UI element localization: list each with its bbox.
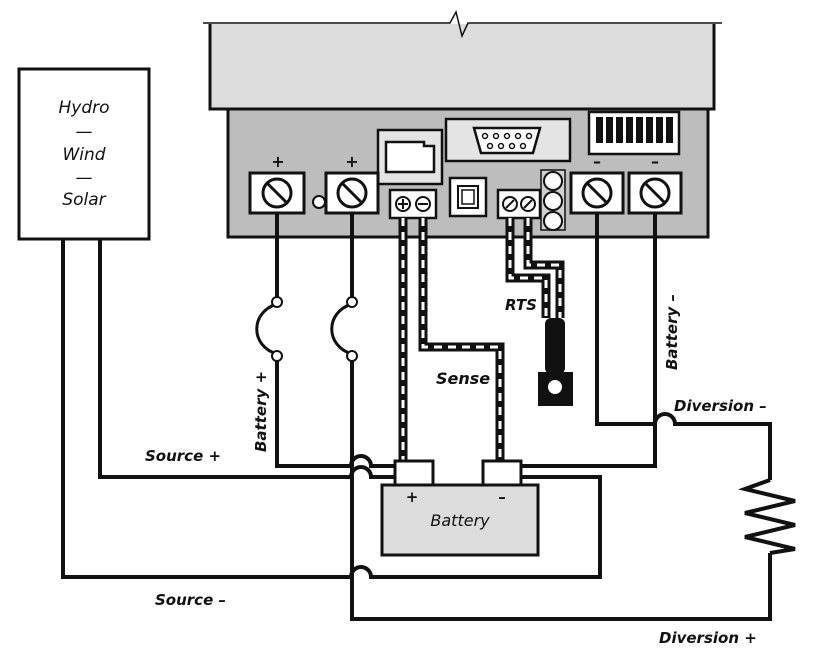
rts-cable <box>505 218 565 318</box>
diversion-plus-label: Diversion + <box>659 629 757 647</box>
status-leds <box>540 169 566 231</box>
wires <box>61 213 796 621</box>
terminal-sense <box>388 188 438 220</box>
fuse-right <box>330 296 358 362</box>
source-separator-2: — <box>76 168 93 188</box>
rts-label: RTS <box>505 296 537 314</box>
push-button <box>448 176 488 218</box>
display-connector-port <box>384 140 436 174</box>
serial-port <box>472 126 542 155</box>
source-separator-1: — <box>76 122 93 142</box>
terminal-battery-plus-right <box>324 171 380 215</box>
diversion-load-resistor <box>738 478 796 555</box>
serial-port-pins <box>481 132 533 150</box>
wire-diversion-minus <box>595 213 772 480</box>
source-minus-label: Source – <box>155 591 226 609</box>
terminal-label-plus-right: + <box>345 152 358 171</box>
battery-post-minus <box>481 459 523 487</box>
terminal-battery-plus-left <box>248 171 306 215</box>
led-indicator <box>312 195 326 209</box>
battery-plus-sign: + <box>406 488 419 506</box>
terminal-label-plus-left: + <box>271 152 284 171</box>
terminal-rts <box>496 188 542 220</box>
battery-minus-sign: – <box>498 488 506 506</box>
terminal-label-minus-right: – <box>651 152 659 171</box>
wire-battery-minus <box>521 213 657 468</box>
terminal-minus-left <box>569 171 625 215</box>
source-plus-label: Source + <box>145 447 221 465</box>
sense-cable <box>398 218 505 461</box>
battery-post-plus <box>393 459 435 487</box>
source-label-hydro: Hydro <box>58 98 109 118</box>
rts-sensor <box>538 318 573 406</box>
source-label-wind: Wind <box>62 145 105 165</box>
battery-plus-wire-label: Battery + <box>252 371 270 452</box>
dip-switch-bank <box>587 110 681 156</box>
fuse-left <box>255 296 283 362</box>
battery-minus-wire-label: Battery – <box>663 294 681 370</box>
break-cover <box>205 14 725 24</box>
sense-label: Sense <box>436 369 490 388</box>
diversion-minus-label: Diversion – <box>674 397 767 415</box>
source-box <box>17 67 151 241</box>
battery <box>380 459 540 557</box>
break-line <box>203 9 722 39</box>
terminal-minus-right <box>627 171 683 215</box>
dip-switches <box>596 117 673 143</box>
battery-label: Battery <box>430 511 490 530</box>
terminal-label-minus-left: – <box>593 152 601 171</box>
wire-battery-plus-left <box>275 213 395 468</box>
source-label-solar: Solar <box>62 190 106 210</box>
wire-diversion-plus <box>350 213 772 621</box>
